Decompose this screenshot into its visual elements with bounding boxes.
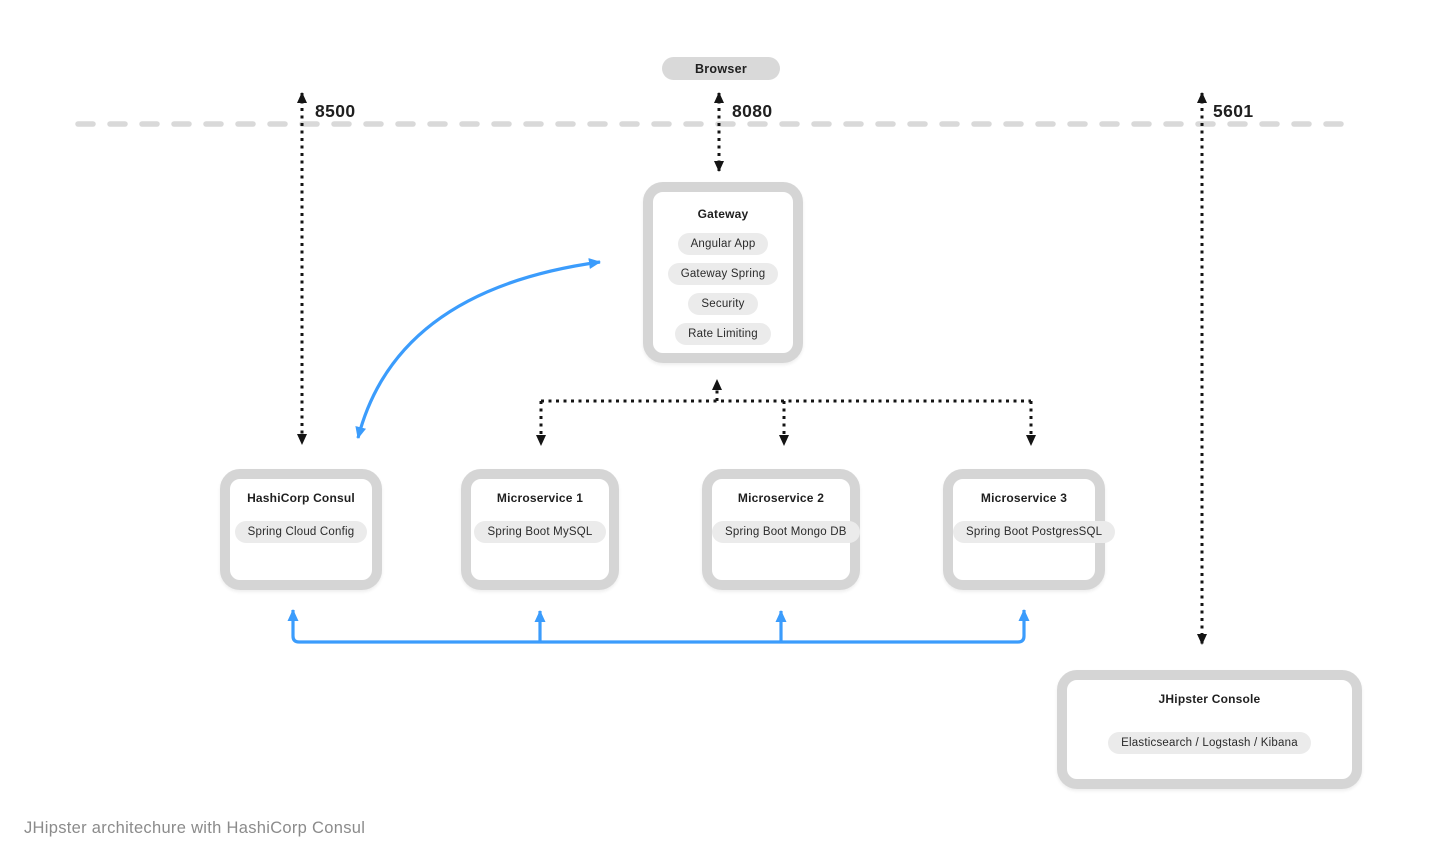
gateway-pill-gateway-spring: Gateway Spring [667,263,779,285]
node-gateway: Gateway Angular App Gateway Spring Secur… [643,182,803,363]
microservice2-title: Microservice 2 [737,491,825,505]
node-microservice-2: Microservice 2 Spring Boot Mongo DB [702,469,860,590]
microservice1-pill-spring-boot-mysql: Spring Boot MySQL [474,521,606,543]
console-title: JHipster Console [1158,692,1261,706]
microservice2-pill-spring-boot-mongo-db: Spring Boot Mongo DB [712,521,860,543]
node-microservice-1: Microservice 1 Spring Boot MySQL [461,469,619,590]
consul-pill-spring-cloud-config: Spring Cloud Config [234,521,368,543]
browser-node: Browser [662,57,780,80]
browser-label: Browser [694,61,748,76]
gateway-pill-rate-limiting: Rate Limiting [675,323,771,345]
diagram-caption: JHipster architechure with HashiCorp Con… [24,819,366,837]
microservice3-pill-spring-boot-postgressql: Spring Boot PostgresSQL [953,521,1116,543]
gateway-title: Gateway [697,207,749,221]
consul-bus-line [287,609,1030,644]
consul-title: HashiCorp Consul [247,491,355,505]
port-label-5601: 5601 [1213,101,1254,121]
microservice1-title: Microservice 1 [496,491,584,505]
consul-gateway-curve-arrow [355,258,601,439]
port-label-8500: 8500 [315,101,356,121]
gateway-pill-angular-app: Angular App [677,233,769,255]
node-jhipster-console: JHipster Console Elasticsearch / Logstas… [1057,670,1362,789]
node-hashicorp-consul: HashiCorp Consul Spring Cloud Config [220,469,382,590]
node-microservice-3: Microservice 3 Spring Boot PostgresSQL [943,469,1116,590]
microservice3-title: Microservice 3 [980,491,1068,505]
console-pill-elk: Elasticsearch / Logstash / Kibana [1108,732,1311,754]
port-label-8080: 8080 [732,101,773,121]
gateway-pill-security: Security [688,293,758,315]
